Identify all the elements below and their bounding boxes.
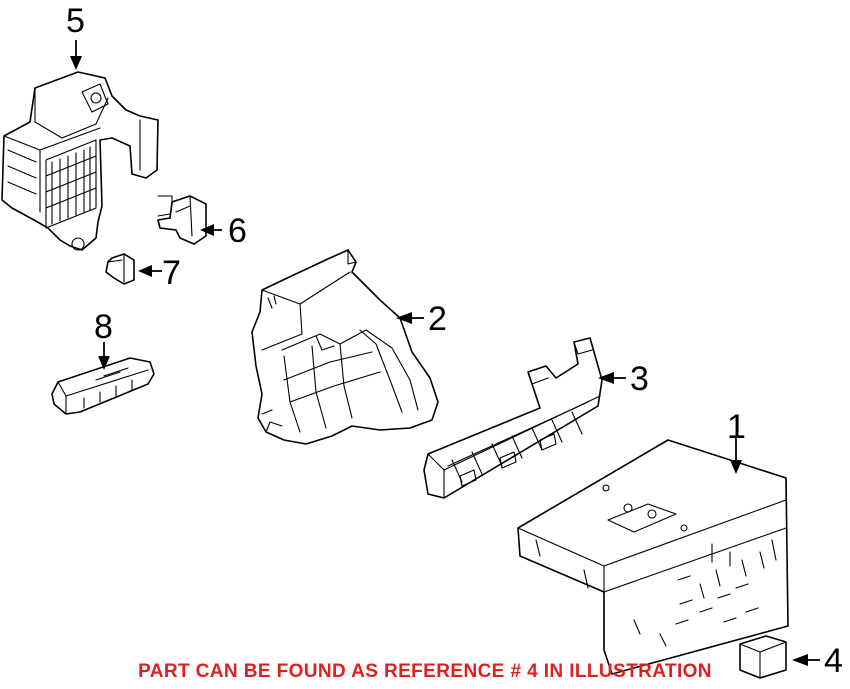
part-4-relay	[739, 635, 787, 679]
part-7-fuse	[105, 253, 135, 285]
callout-7: 7	[162, 254, 181, 292]
part-6-fuse	[157, 195, 207, 245]
part-5-fuse-box-cover	[1, 71, 159, 251]
part-8-fuse-puller	[51, 357, 155, 415]
callout-3: 3	[630, 360, 649, 398]
callout-5: 5	[66, 2, 85, 40]
callout-4: 4	[824, 642, 843, 680]
leader-arrows	[70, 40, 820, 666]
callout-2: 2	[428, 300, 447, 338]
part-1-control-module	[517, 439, 789, 675]
part-2-housing-bracket	[251, 249, 439, 445]
reference-note: PART CAN BE FOUND AS REFERENCE # 4 IN IL…	[138, 661, 712, 682]
callout-8: 8	[94, 308, 113, 346]
part-3-relay-carrier	[423, 337, 603, 499]
callout-1: 1	[727, 408, 746, 446]
callout-6: 6	[228, 212, 247, 250]
